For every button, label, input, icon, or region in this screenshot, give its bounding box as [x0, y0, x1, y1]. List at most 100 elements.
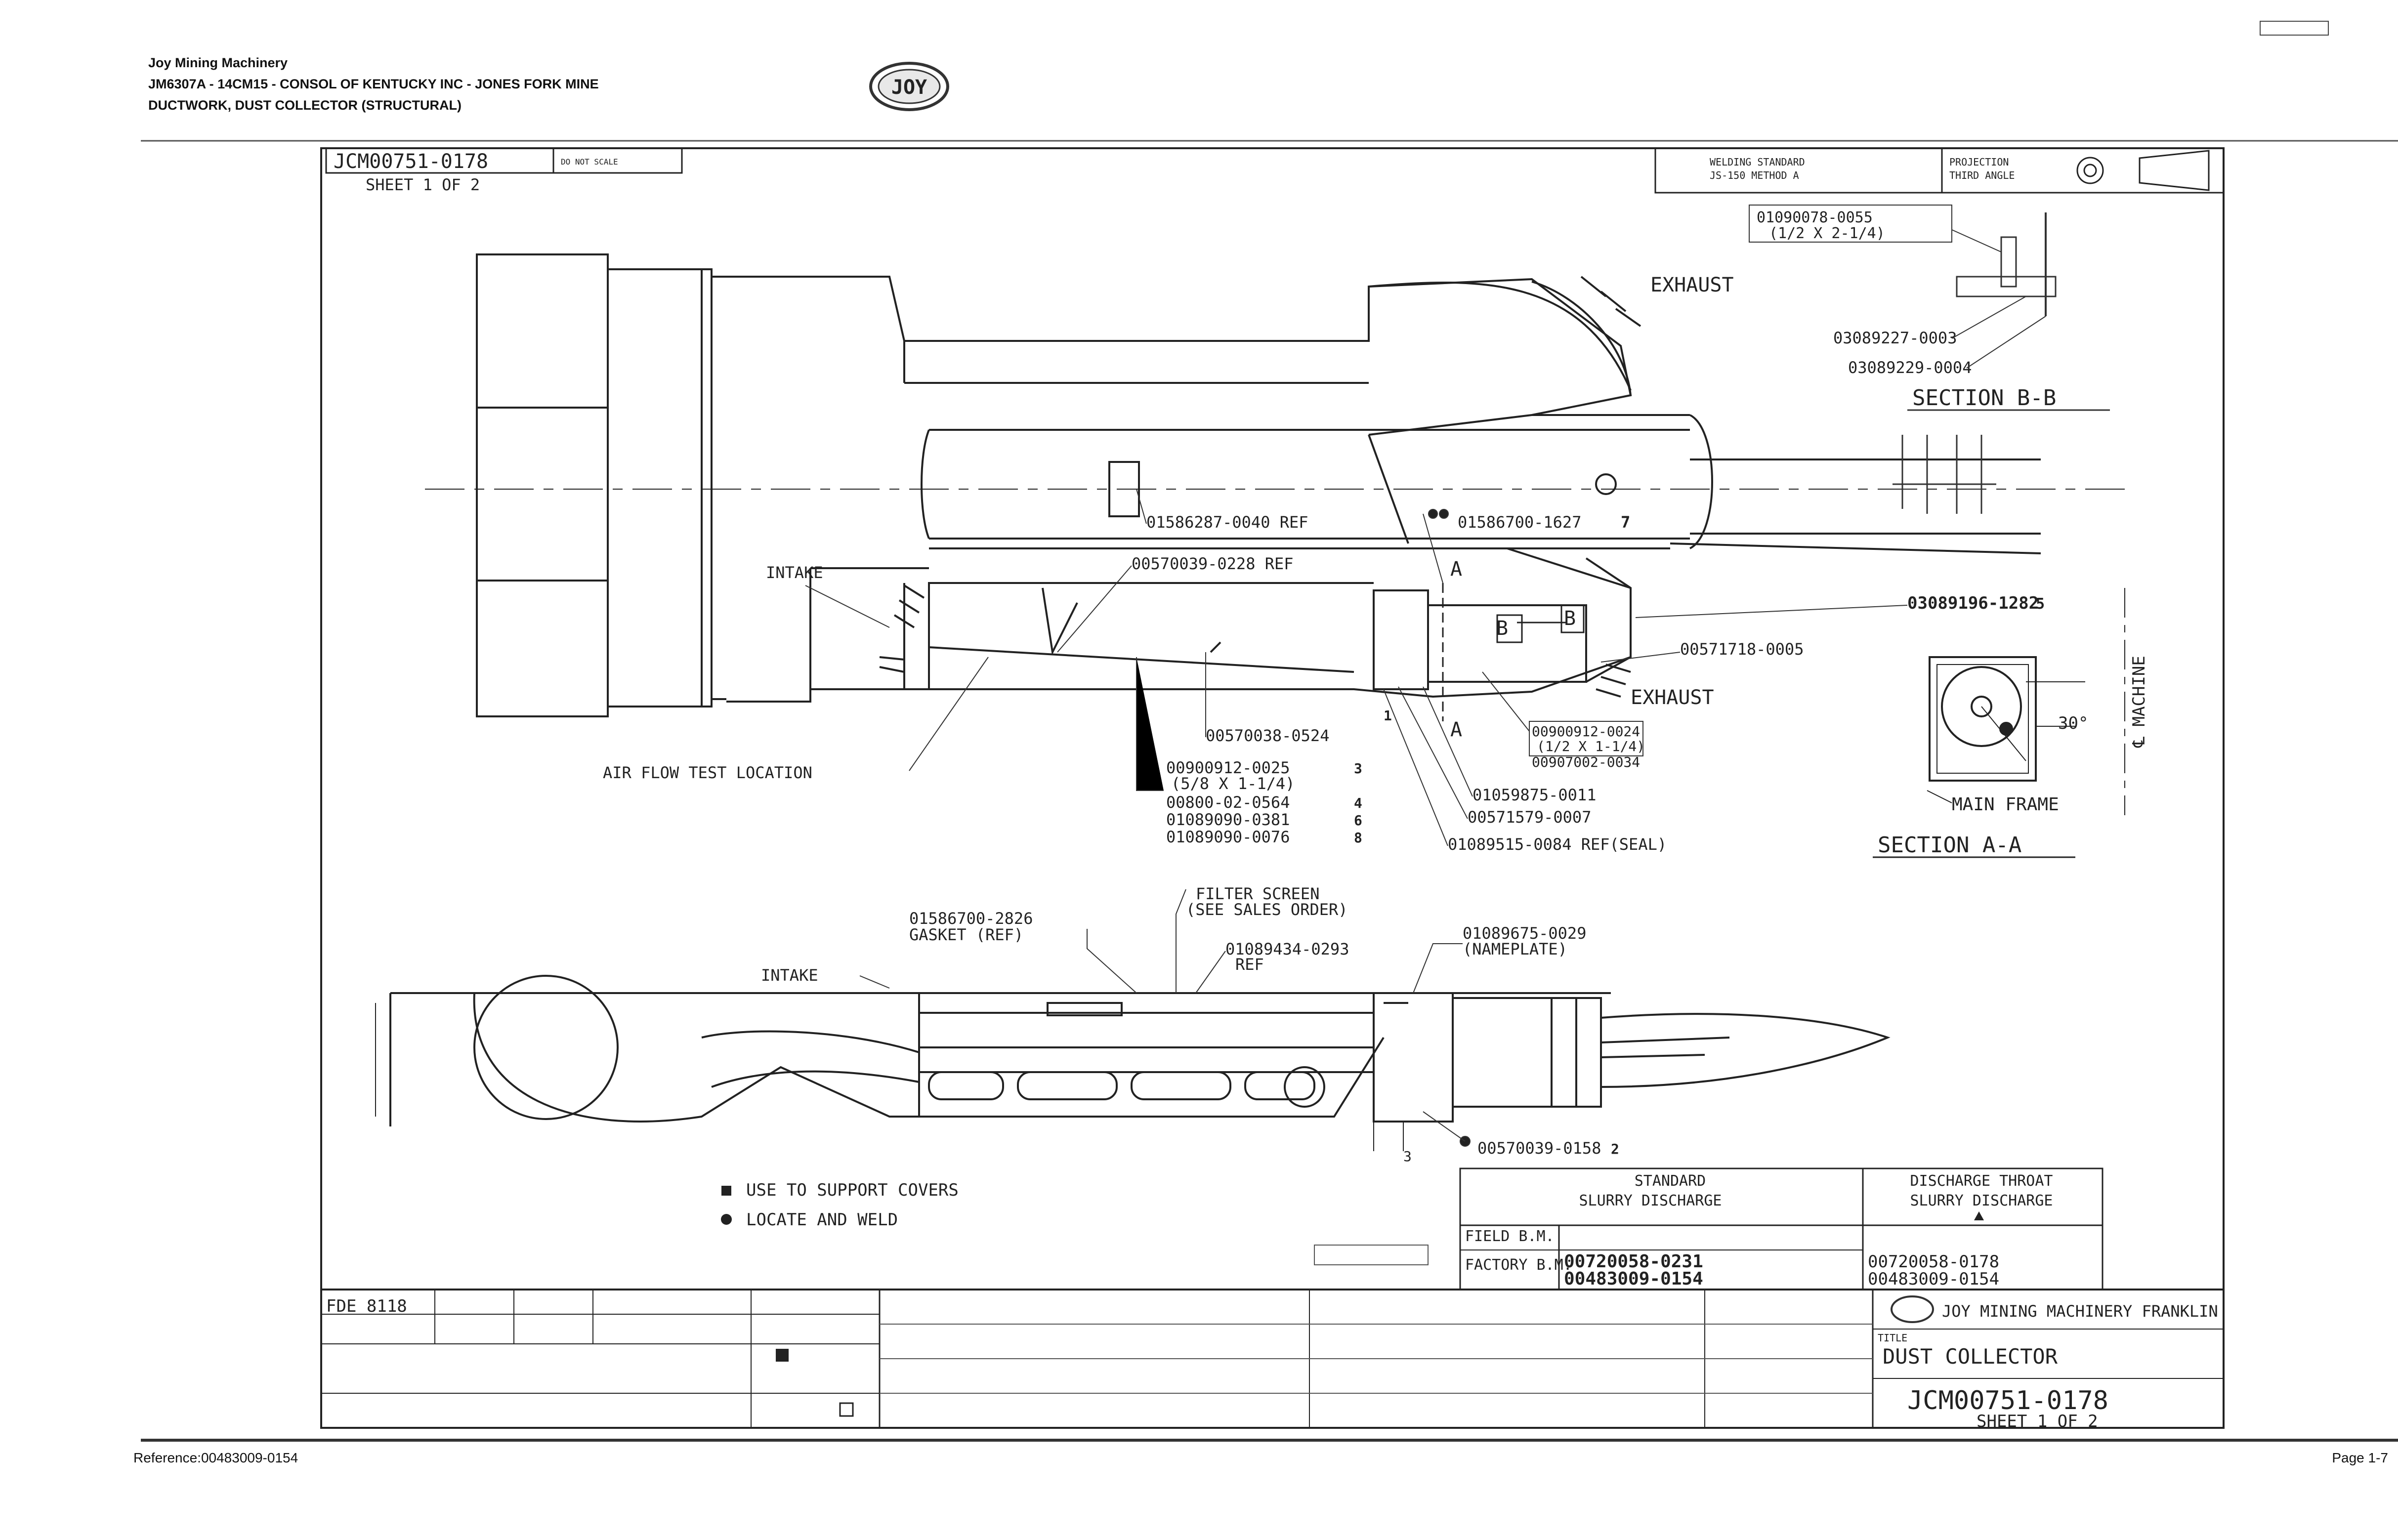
svg-text:THIRD ANGLE: THIRD ANGLE — [1949, 169, 2015, 181]
section-a-a: 30° MAIN FRAME SECTION A-A ℄ MACHINE — [1873, 588, 2149, 858]
svg-text:(5/8 X 1-1/4): (5/8 X 1-1/4) — [1171, 774, 1295, 793]
svg-text:LOCATE AND WELD: LOCATE AND WELD — [746, 1210, 898, 1230]
svg-text:01586287-0040 REF: 01586287-0040 REF — [1146, 513, 1308, 532]
svg-text:00720058-0231: 00720058-0231 — [1564, 1251, 1703, 1272]
footer-reference: Reference:00483009-0154 — [133, 1450, 298, 1465]
svg-text:03089229-0004: 03089229-0004 — [1848, 358, 1972, 377]
corner-stamp — [2260, 21, 2329, 36]
section-b-b-fragment — [1893, 435, 1996, 514]
angle-label: 30° — [2058, 713, 2088, 733]
intake-label-top: INTAKE — [766, 563, 823, 582]
header-assembly: DUCTWORK, DUST COLLECTOR (STRUCTURAL) — [148, 98, 462, 113]
header-company: Joy Mining Machinery — [148, 55, 288, 70]
section-b-b: 01090078-0055 (1/2 X 2-1/4) 03089227-000… — [1749, 205, 2110, 411]
svg-text:01059875-0011: 01059875-0011 — [1472, 786, 1596, 804]
svg-text:6: 6 — [1354, 812, 1362, 829]
svg-text:PROJECTION: PROJECTION — [1949, 156, 2009, 168]
svg-text:B: B — [1564, 607, 1576, 630]
svg-text:00570039-0158: 00570039-0158 — [1477, 1139, 1601, 1158]
notes: USE TO SUPPORT COVERS LOCATE AND WELD — [721, 1180, 959, 1230]
title-block: FDE 8118 JOY MINING MACHINERY FRANKLIN T… — [320, 1289, 2225, 1431]
section-a-a-title: SECTION A-A — [1878, 832, 2021, 858]
svg-text:JOY: JOY — [891, 76, 927, 99]
svg-text:3: 3 — [1403, 1148, 1412, 1165]
welding-projection-box: WELDING STANDARD JS-150 METHOD A PROJECT… — [1654, 147, 2225, 194]
sheet-top: SHEET 1 OF 2 — [366, 175, 480, 194]
top-view-assembly — [425, 253, 2125, 721]
title-block-company: JOY MINING MACHINERY FRANKLIN — [1942, 1302, 2218, 1321]
section-b-b-title: SECTION B-B — [1912, 385, 2056, 411]
svg-text:7: 7 — [1621, 513, 1630, 532]
svg-text:00571579-0007: 00571579-0007 — [1468, 808, 1591, 827]
svg-text:FIELD B.M.: FIELD B.M. — [1465, 1228, 1555, 1245]
svg-text:03089227-0003: 03089227-0003 — [1833, 329, 1957, 347]
svg-text:GASKET (REF): GASKET (REF) — [909, 925, 1023, 944]
svg-text:01089675-0029: 01089675-0029 — [1463, 924, 1586, 943]
svg-text:TITLE: TITLE — [1878, 1332, 1907, 1344]
drawing-number-box: JCM00751-0178 DO NOT SCALE SHEET 1 OF 2 — [325, 147, 683, 194]
svg-text:00483009-0154: 00483009-0154 — [1564, 1269, 1703, 1289]
svg-text:(NAMEPLATE): (NAMEPLATE) — [1463, 940, 1567, 958]
joy-logo: JOY — [869, 62, 949, 111]
footer-page: Page 1-7 — [2332, 1450, 2388, 1465]
svg-text:STANDARD: STANDARD — [1635, 1172, 1706, 1190]
svg-text:01586700-2826: 01586700-2826 — [909, 909, 1033, 928]
svg-text:00720058-0178: 00720058-0178 — [1868, 1252, 1999, 1272]
svg-text:00900912-0024: 00900912-0024 — [1532, 723, 1640, 740]
svg-text:(1/2 X 1-1/4): (1/2 X 1-1/4) — [1537, 738, 1645, 754]
svg-text:4: 4 — [1354, 795, 1362, 811]
svg-text:1: 1 — [1384, 708, 1392, 724]
fdb-label: FDE 8118 — [326, 1296, 407, 1316]
title-block-title: DUST COLLECTOR — [1883, 1344, 2058, 1369]
svg-text:00800-02-0564: 00800-02-0564 — [1166, 793, 1290, 812]
svg-text:(1/2 X 2-1/4): (1/2 X 2-1/4) — [1769, 225, 1885, 242]
svg-text:A: A — [1450, 558, 1462, 581]
svg-text:00570039-0228 REF: 00570039-0228 REF — [1132, 554, 1294, 573]
intake-label-side: INTAKE — [761, 966, 818, 985]
header-job-line: JM6307A - 14CM15 - CONSOL OF KENTUCKY IN… — [148, 77, 599, 91]
svg-text:00571718-0005: 00571718-0005 — [1680, 640, 1804, 659]
air-flow-label: AIR FLOW TEST LOCATION — [603, 763, 812, 782]
svg-text:01089434-0293: 01089434-0293 — [1225, 940, 1349, 958]
side-view-callouts: 01586700-2826 GASKET (REF) FILTER SCREEN… — [761, 884, 1619, 1165]
svg-text:3: 3 — [1354, 760, 1362, 777]
exhaust-arrows-bottom — [1596, 664, 1631, 698]
side-view-assembly — [375, 975, 1891, 1151]
svg-text:00570038-0524: 00570038-0524 — [1206, 726, 1329, 745]
intake-arrows-top — [879, 584, 925, 673]
svg-text:8: 8 — [1354, 830, 1362, 846]
svg-text:DISCHARGE THROAT: DISCHARGE THROAT — [1910, 1172, 2053, 1190]
svg-text:FILTER SCREEN: FILTER SCREEN — [1196, 884, 1319, 903]
exhaust-label-top: EXHAUST — [1650, 274, 1734, 296]
top-view-callouts: 01586287-0040 REF 01586700-1627 7 005700… — [1057, 489, 2045, 854]
svg-text:01089515-0084 REF(SEAL): 01089515-0084 REF(SEAL) — [1448, 835, 1667, 854]
svg-text:00907002-0034: 00907002-0034 — [1532, 754, 1640, 770]
svg-text:B: B — [1496, 617, 1508, 640]
not-scale-label: DO NOT SCALE — [561, 157, 618, 166]
svg-text:REF: REF — [1235, 955, 1264, 974]
svg-text:00483009-0154: 00483009-0154 — [1868, 1269, 1999, 1289]
svg-text:01089090-0381: 01089090-0381 — [1166, 810, 1290, 829]
svg-text:5: 5 — [2036, 595, 2045, 613]
svg-text:01089090-0076: 01089090-0076 — [1166, 828, 1290, 846]
drawing-number-top: JCM00751-0178 — [334, 150, 488, 173]
svg-text:(SEE SALES ORDER): (SEE SALES ORDER) — [1186, 900, 1348, 919]
svg-text:A: A — [1450, 718, 1462, 741]
title-block-sheet: SHEET 1 OF 2 — [1977, 1412, 2098, 1431]
svg-text:FACTORY B.M.: FACTORY B.M. — [1465, 1256, 1572, 1274]
svg-text:WELDING STANDARD: WELDING STANDARD — [1710, 156, 1805, 168]
svg-text:USE TO SUPPORT COVERS: USE TO SUPPORT COVERS — [746, 1180, 959, 1200]
exhaust-arrows-top — [1580, 276, 1641, 327]
projection-symbol-icon — [2076, 157, 2104, 184]
title-block-logo-icon — [1891, 1295, 1934, 1323]
svg-text:SLURRY DISCHARGE: SLURRY DISCHARGE — [1579, 1192, 1722, 1209]
exhaust-label-mid: EXHAUST — [1631, 686, 1714, 709]
main-frame-label: MAIN FRAME — [1952, 794, 2059, 815]
machine-centerline-label: ℄ MACHINE — [2129, 656, 2149, 748]
svg-text:01090078-0055: 01090078-0055 — [1757, 209, 1873, 226]
svg-text:03089196-1282: 03089196-1282 — [1907, 593, 2039, 613]
svg-text:SLURRY DISCHARGE: SLURRY DISCHARGE — [1910, 1192, 2053, 1209]
svg-text:00900912-0025: 00900912-0025 — [1166, 758, 1290, 777]
svg-text:2: 2 — [1611, 1141, 1619, 1157]
